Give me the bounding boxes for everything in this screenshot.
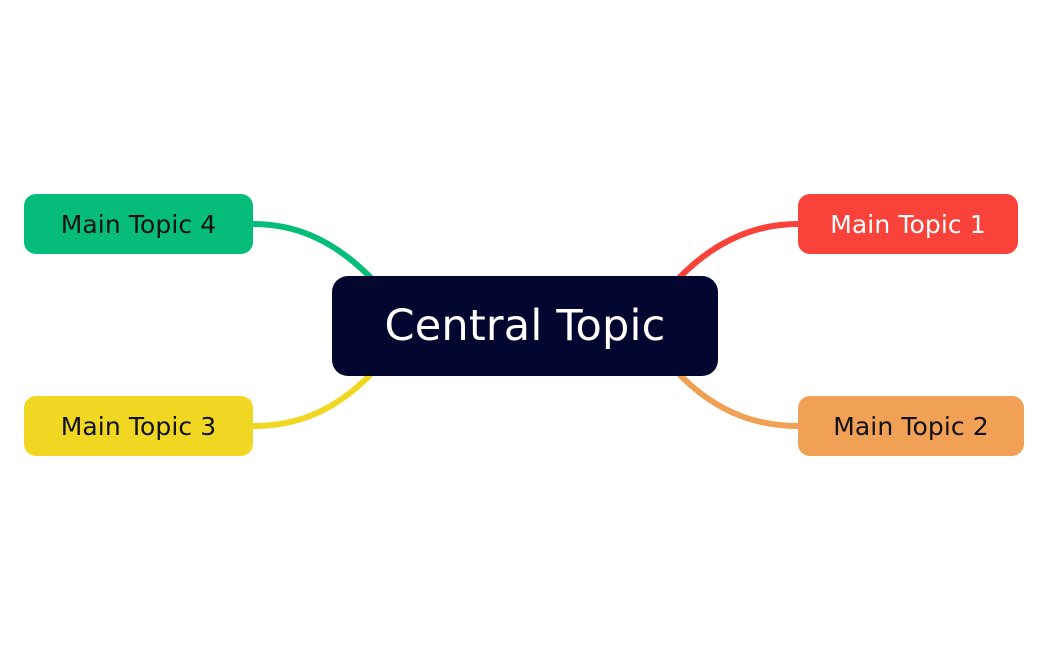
central-topic-node[interactable]: Central Topic [332, 276, 718, 376]
connector-central-to-topic-2 [676, 371, 801, 429]
branch-label-topic-3: Main Topic 3 [60, 411, 217, 441]
branch-label-topic-2: Main Topic 2 [833, 411, 989, 441]
branch-node-topic-2[interactable]: Main Topic 2 [798, 396, 1024, 456]
branch-node-topic-4[interactable]: Main Topic 4 [24, 194, 253, 254]
connector-central-to-topic-1 [676, 221, 801, 281]
branch-node-topic-3[interactable]: Main Topic 3 [24, 396, 253, 456]
branch-label-topic-4: Main Topic 4 [60, 209, 217, 239]
branch-node-topic-1[interactable]: Main Topic 1 [798, 194, 1018, 254]
central-topic-label: Central Topic [384, 300, 666, 351]
connector-central-to-topic-4 [250, 221, 374, 281]
connector-central-to-topic-3 [250, 371, 374, 429]
branch-label-topic-1: Main Topic 1 [830, 209, 986, 239]
